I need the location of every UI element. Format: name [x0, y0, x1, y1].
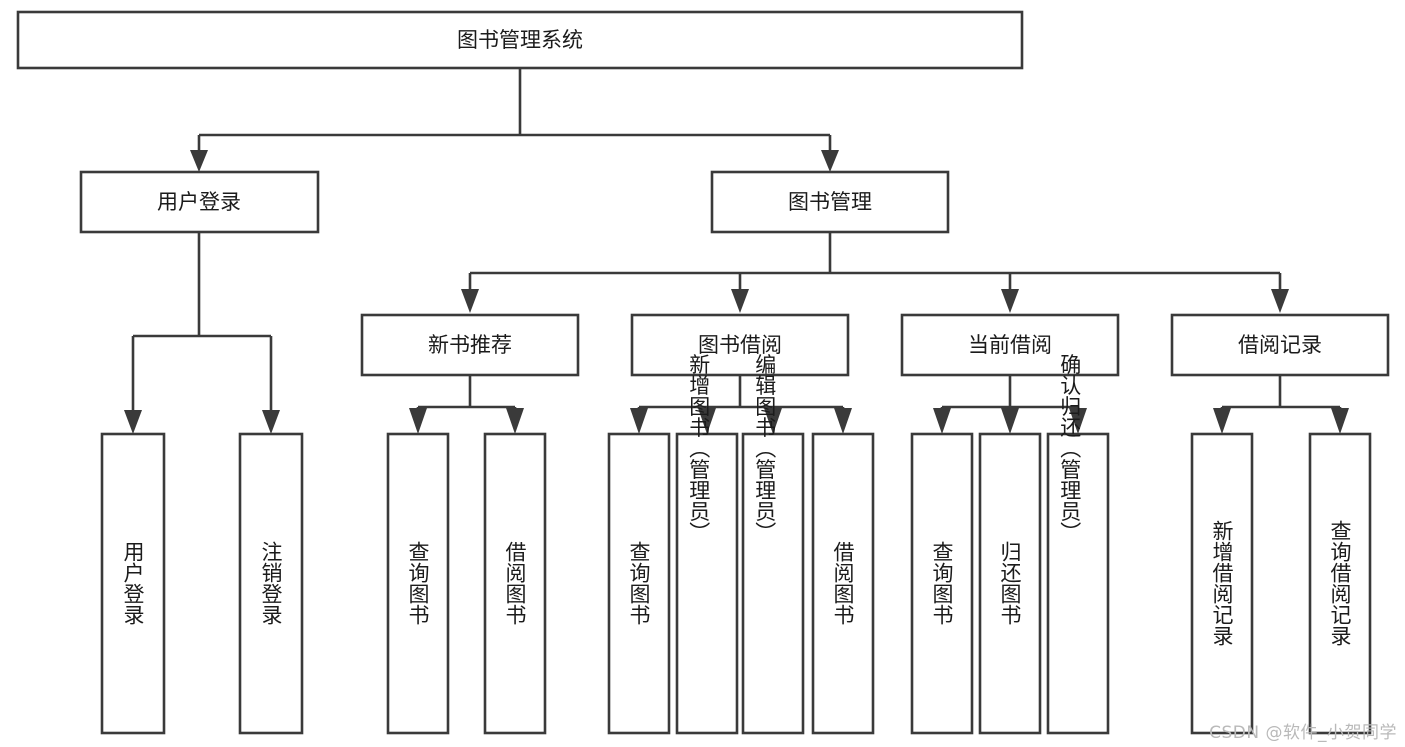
arrowhead-leaf-add-record	[1213, 408, 1231, 434]
node-leaf-borrow-book-a-box[interactable]	[483, 432, 547, 735]
node-leaf-borrow-book-b-box[interactable]	[811, 432, 875, 735]
node-book-borrow[interactable]: 图书借阅	[630, 313, 850, 377]
node-leaf-query-book-a-label: 查询图书	[406, 541, 430, 625]
node-borrow-record[interactable]: 借阅记录	[1170, 313, 1390, 377]
node-leaf-confirm-return[interactable]: 确认归还（管理员）	[1046, 354, 1110, 735]
node-leaf-return-book-label: 归还图书	[998, 541, 1022, 625]
node-leaf-confirm-return-box[interactable]	[1046, 432, 1110, 735]
arrowhead-new-book-rec	[461, 289, 479, 313]
arrowhead-leaf-borrow-book-a	[506, 408, 524, 434]
node-leaf-add-book-box[interactable]	[675, 432, 739, 735]
node-leaf-query-book-a[interactable]: 查询图书	[386, 432, 450, 735]
node-user-login[interactable]: 用户登录	[79, 170, 320, 234]
node-leaf-borrow-book-b-label: 借阅图书	[831, 541, 855, 625]
connector-layer	[124, 68, 1349, 434]
node-leaf-query-record[interactable]: 查询借阅记录	[1308, 432, 1372, 735]
arrowhead-leaf-borrow-book-b	[834, 408, 852, 434]
arrowhead-leaf-user-login	[124, 410, 142, 434]
arrowhead-book-borrow	[731, 289, 749, 313]
node-new-book-rec-box[interactable]	[360, 313, 580, 377]
arrowhead-leaf-query-book-b	[630, 408, 648, 434]
node-leaf-return-book[interactable]: 归还图书	[978, 432, 1042, 735]
node-root-label: 图书管理系统	[457, 28, 583, 52]
node-leaf-user-login-box[interactable]	[100, 432, 166, 735]
node-leaf-user-login[interactable]: 用户登录	[100, 432, 166, 735]
arrowhead-leaf-logout	[262, 410, 280, 434]
node-leaf-query-book-a-box[interactable]	[386, 432, 450, 735]
node-user-login-box[interactable]	[79, 170, 320, 234]
arrowhead-leaf-query-book-a	[409, 408, 427, 434]
arrowhead-leaf-query-book-c	[933, 408, 951, 434]
arrowhead-leaf-edit-book	[764, 408, 782, 434]
node-leaf-query-book-c[interactable]: 查询图书	[910, 432, 974, 735]
node-leaf-query-book-c-label: 查询图书	[930, 541, 954, 625]
node-book-borrow-label: 图书借阅	[698, 333, 782, 357]
arrowhead-leaf-return-book	[1001, 408, 1019, 434]
node-leaf-logout-label: 注销登录	[259, 541, 283, 625]
node-leaf-add-record[interactable]: 新增借阅记录	[1190, 432, 1254, 735]
node-user-login-label: 用户登录	[157, 190, 241, 214]
node-leaf-add-book-label: 新增图书（管理员）	[687, 354, 711, 543]
node-book-mgmt-label: 图书管理	[788, 190, 872, 214]
node-book-mgmt[interactable]: 图书管理	[710, 170, 950, 234]
node-book-borrow-box[interactable]	[630, 313, 850, 377]
node-borrow-record-box[interactable]	[1170, 313, 1390, 377]
node-root-box[interactable]	[16, 10, 1024, 70]
node-leaf-borrow-book-a-label: 借阅图书	[503, 541, 527, 625]
node-leaf-edit-book[interactable]: 编辑图书（管理员）	[741, 354, 805, 735]
node-new-book-rec[interactable]: 新书推荐	[360, 313, 580, 377]
node-leaf-edit-book-label: 编辑图书（管理员）	[753, 354, 777, 543]
node-current-borrow-box[interactable]	[900, 313, 1120, 377]
node-leaf-add-book[interactable]: 新增图书（管理员）	[675, 354, 739, 735]
node-borrow-record-label: 借阅记录	[1238, 333, 1322, 357]
arrowhead-leaf-query-record	[1331, 408, 1349, 434]
node-root[interactable]: 图书管理系统	[16, 10, 1024, 70]
arrowhead-leaf-confirm-return	[1069, 408, 1087, 434]
node-leaf-borrow-book-a[interactable]: 借阅图书	[483, 432, 547, 735]
node-leaf-add-record-box[interactable]	[1190, 432, 1254, 735]
node-new-book-rec-label: 新书推荐	[428, 333, 512, 357]
node-leaf-query-book-b[interactable]: 查询图书	[607, 432, 671, 735]
arrowhead-book-mgmt	[821, 150, 839, 172]
node-book-mgmt-box[interactable]	[710, 170, 950, 234]
arrowhead-leaf-add-book	[698, 408, 716, 434]
node-current-borrow-label: 当前借阅	[968, 333, 1052, 357]
node-leaf-query-record-label: 查询借阅记录	[1328, 520, 1352, 646]
node-leaf-query-record-box[interactable]	[1308, 432, 1372, 735]
arrowhead-user-login	[190, 150, 208, 172]
node-current-borrow[interactable]: 当前借阅	[900, 313, 1120, 377]
node-leaf-query-book-c-box[interactable]	[910, 432, 974, 735]
node-leaf-borrow-book-b[interactable]: 借阅图书	[811, 432, 875, 735]
arrowhead-current-borrow	[1001, 289, 1019, 313]
node-leaf-user-login-label: 用户登录	[121, 541, 145, 625]
node-leaf-edit-book-box[interactable]	[741, 432, 805, 735]
node-leaf-query-book-b-label: 查询图书	[627, 541, 651, 625]
node-leaf-logout-box[interactable]	[238, 432, 304, 735]
node-leaf-return-book-box[interactable]	[978, 432, 1042, 735]
node-leaf-confirm-return-label: 确认归还（管理员）	[1058, 354, 1082, 543]
node-leaf-query-book-b-box[interactable]	[607, 432, 671, 735]
node-leaf-logout[interactable]: 注销登录	[238, 432, 304, 735]
arrowhead-borrow-record	[1271, 289, 1289, 313]
node-leaf-add-record-label: 新增借阅记录	[1210, 520, 1234, 646]
